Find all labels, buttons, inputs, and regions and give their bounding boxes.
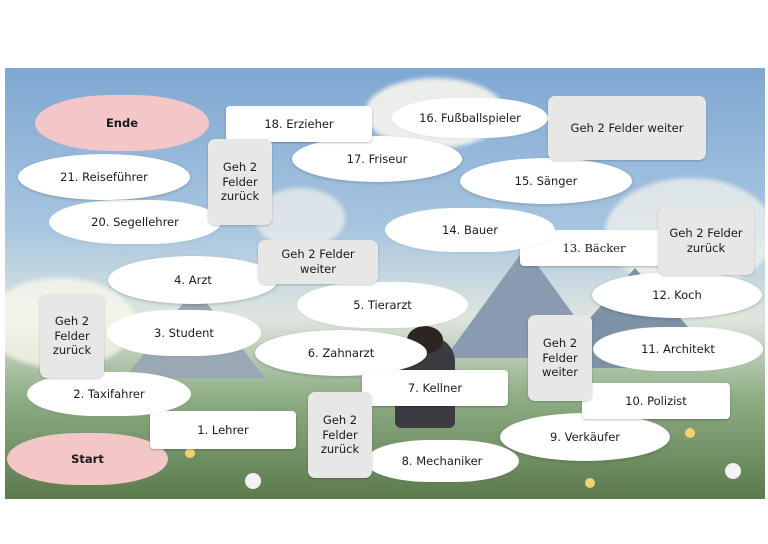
action-forward-field: Geh 2 Felder weiter	[548, 96, 706, 160]
field-7: 7. Kellner	[362, 370, 508, 406]
end-field: Ende	[38, 98, 206, 148]
flower-icon	[185, 448, 195, 458]
field-6: 6. Zahnarzt	[255, 330, 427, 376]
field-21: 21. Reiseführer	[18, 154, 190, 200]
field-3: 3. Student	[110, 313, 258, 353]
action-back-field: Geh 2 Felder zurück	[308, 392, 372, 478]
field-10: 10. Polizist	[582, 383, 730, 419]
field-12: 12. Koch	[592, 272, 762, 318]
start-field: Start	[10, 436, 165, 482]
field-5: 5. Tierarzt	[300, 285, 465, 325]
field-16: 16. Fußballspieler	[395, 101, 545, 135]
action-back-field: Geh 2 Felder zurück	[40, 294, 104, 378]
field-1: 1. Lehrer	[150, 411, 296, 449]
field-17: 17. Friseur	[292, 136, 462, 182]
flower-icon	[245, 473, 261, 489]
action-forward-field: Geh 2 Felder weiter	[258, 240, 378, 284]
flower-icon	[585, 478, 595, 488]
field-20: 20. Segellehrer	[52, 203, 218, 241]
action-forward-field: Geh 2 Felder weiter	[528, 315, 592, 401]
field-8: 8. Mechaniker	[368, 443, 516, 479]
field-15: 15. Sänger	[460, 158, 632, 204]
action-back-field: Geh 2 Felder zurück	[658, 207, 754, 275]
field-9: 9. Verkäufer	[500, 413, 670, 461]
field-18: 18. Erzieher	[226, 106, 372, 142]
field-2: 2. Taxifahrer	[30, 375, 188, 413]
action-back-field: Geh 2 Felder zurück	[208, 139, 272, 225]
flower-icon	[685, 428, 695, 438]
field-14: 14. Bauer	[388, 211, 552, 249]
flower-icon	[725, 463, 741, 479]
field-11: 11. Architekt	[596, 330, 760, 368]
field-4: 4. Arzt	[108, 256, 278, 304]
